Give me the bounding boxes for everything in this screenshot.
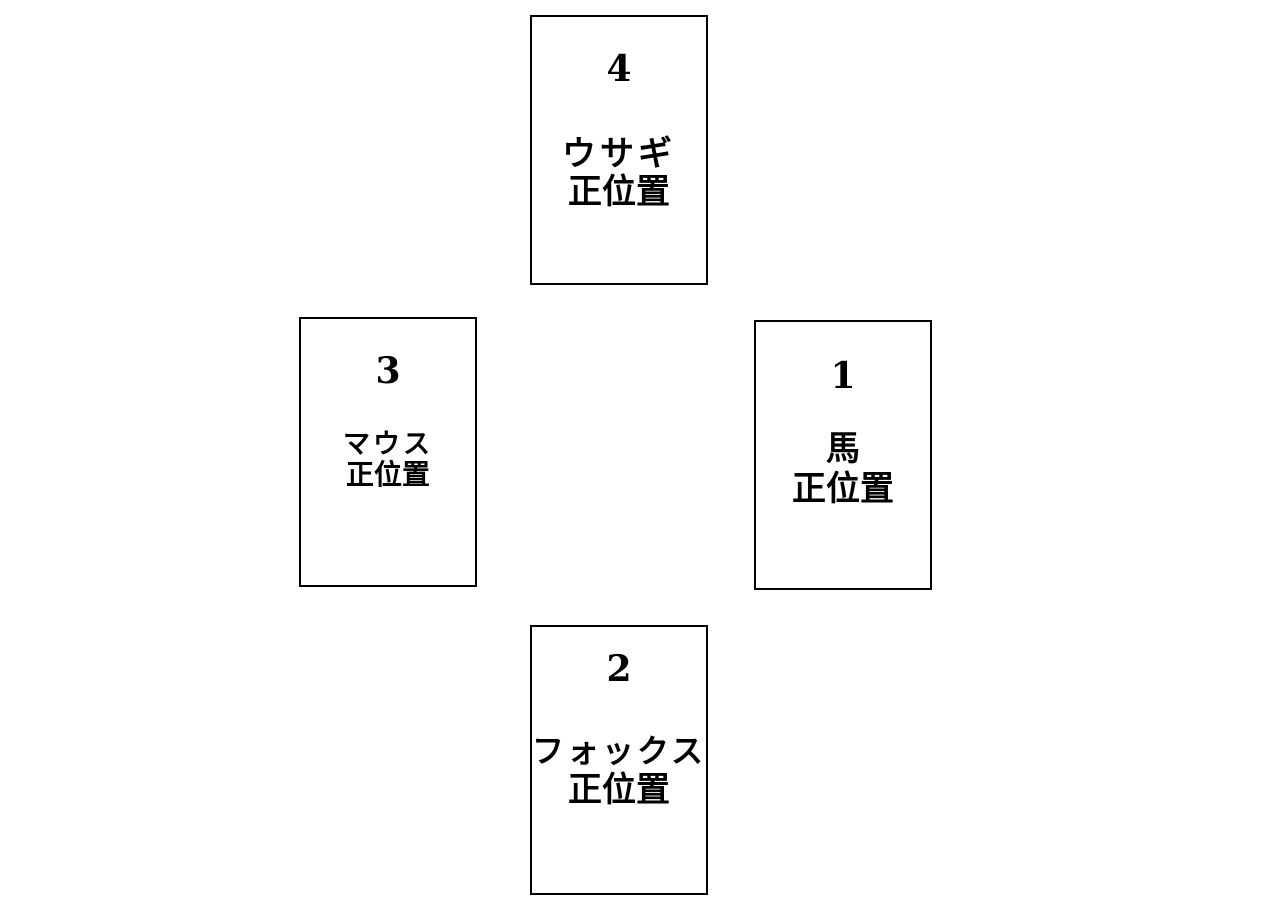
card-number: 2 xyxy=(606,648,632,690)
card-orientation: 正位置 xyxy=(792,469,894,509)
card-name: ウサギ xyxy=(562,134,676,174)
card-name: 馬 xyxy=(826,429,860,469)
card-name: フォックス xyxy=(532,732,707,770)
card-number: 3 xyxy=(375,350,401,392)
card-orientation: 正位置 xyxy=(568,172,670,212)
card-number: 4 xyxy=(606,48,632,90)
card-position-1[interactable]: 1 馬 正位置 xyxy=(754,320,932,590)
card-orientation: 正位置 xyxy=(345,458,430,491)
card-position-2[interactable]: 2 フォックス 正位置 xyxy=(530,625,708,895)
card-name: マウス xyxy=(343,429,433,460)
card-number: 1 xyxy=(830,355,856,397)
card-orientation: 正位置 xyxy=(568,770,670,810)
card-position-3[interactable]: 3 マウス 正位置 xyxy=(299,317,477,587)
card-position-4[interactable]: 4 ウサギ 正位置 xyxy=(530,15,708,285)
